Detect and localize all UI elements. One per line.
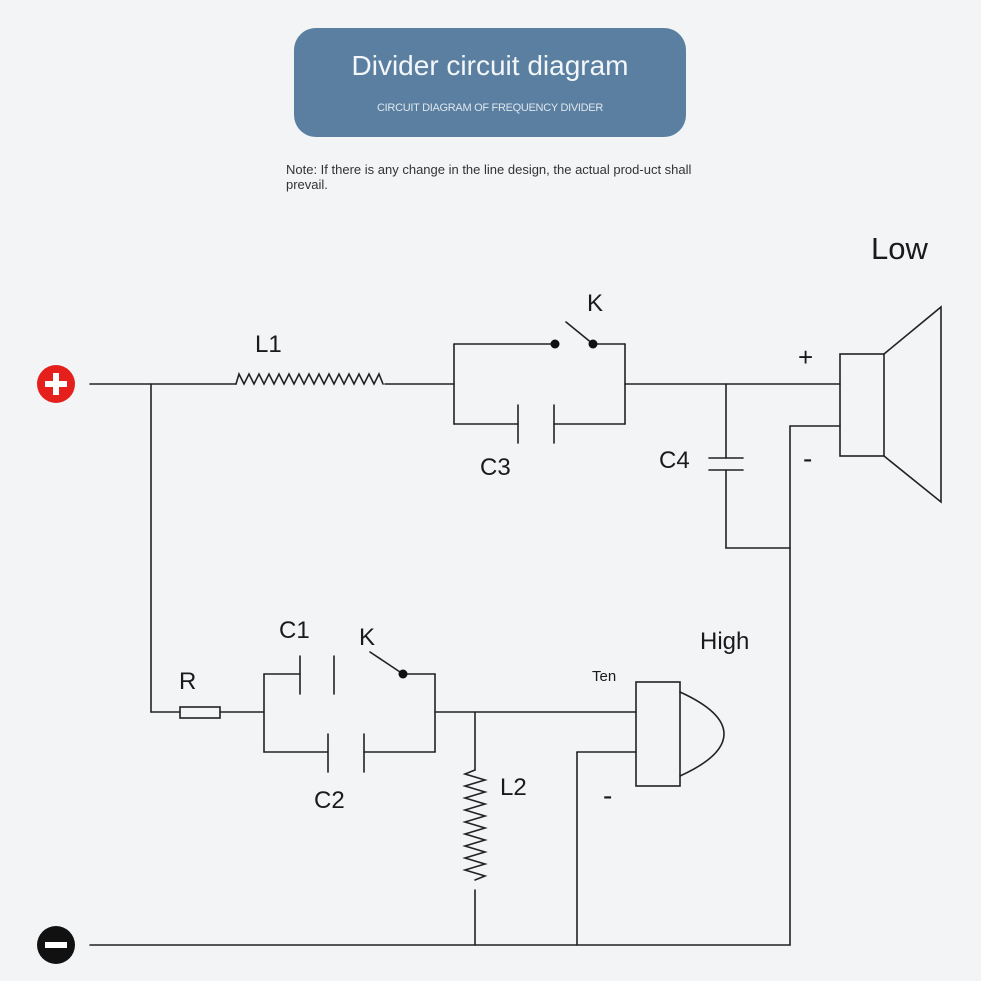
switch-k-bottom-contact: [398, 669, 408, 679]
switch-k-top-contact-right: [588, 339, 598, 349]
label-l1: L1: [255, 331, 282, 358]
label-c4: C4: [659, 447, 690, 474]
label-low-plus: +: [798, 342, 813, 372]
label-low: Low: [871, 231, 928, 266]
header-banner: Divider circuit diagram CIRCUIT DIAGRAM …: [294, 28, 686, 137]
label-high-minus: -: [603, 780, 612, 811]
positive-terminal-icon: [37, 365, 75, 403]
tweeter-dome: [679, 691, 725, 777]
inductor-l1: [235, 371, 384, 386]
switch-k-top-contact-left: [550, 339, 560, 349]
label-high: High: [700, 628, 749, 655]
diagram-subtitle: CIRCUIT DIAGRAM OF FREQUENCY DIVIDER: [377, 102, 603, 114]
resistor-r: [179, 706, 221, 719]
switch-k-top-lever: [565, 321, 594, 345]
diagram-title: Divider circuit diagram: [351, 50, 629, 81]
label-low-minus: -: [803, 443, 812, 474]
tweeter-body: [635, 681, 681, 787]
label-ten: Ten: [592, 668, 616, 685]
disclaimer-note: Note: If there is any change in the line…: [286, 162, 692, 192]
switch-k-bottom-lever: [369, 651, 404, 675]
inductor-l2: [462, 769, 488, 881]
label-c2: C2: [314, 787, 345, 814]
label-c1: C1: [279, 617, 310, 644]
label-r: R: [179, 668, 196, 695]
label-c3: C3: [480, 454, 511, 481]
woofer-cone: [883, 305, 942, 504]
label-l2: L2: [500, 774, 527, 801]
negative-terminal-icon: [37, 926, 75, 964]
label-k-bottom: K: [359, 624, 375, 651]
label-k-top: K: [587, 290, 603, 317]
woofer-magnet: [839, 353, 885, 457]
